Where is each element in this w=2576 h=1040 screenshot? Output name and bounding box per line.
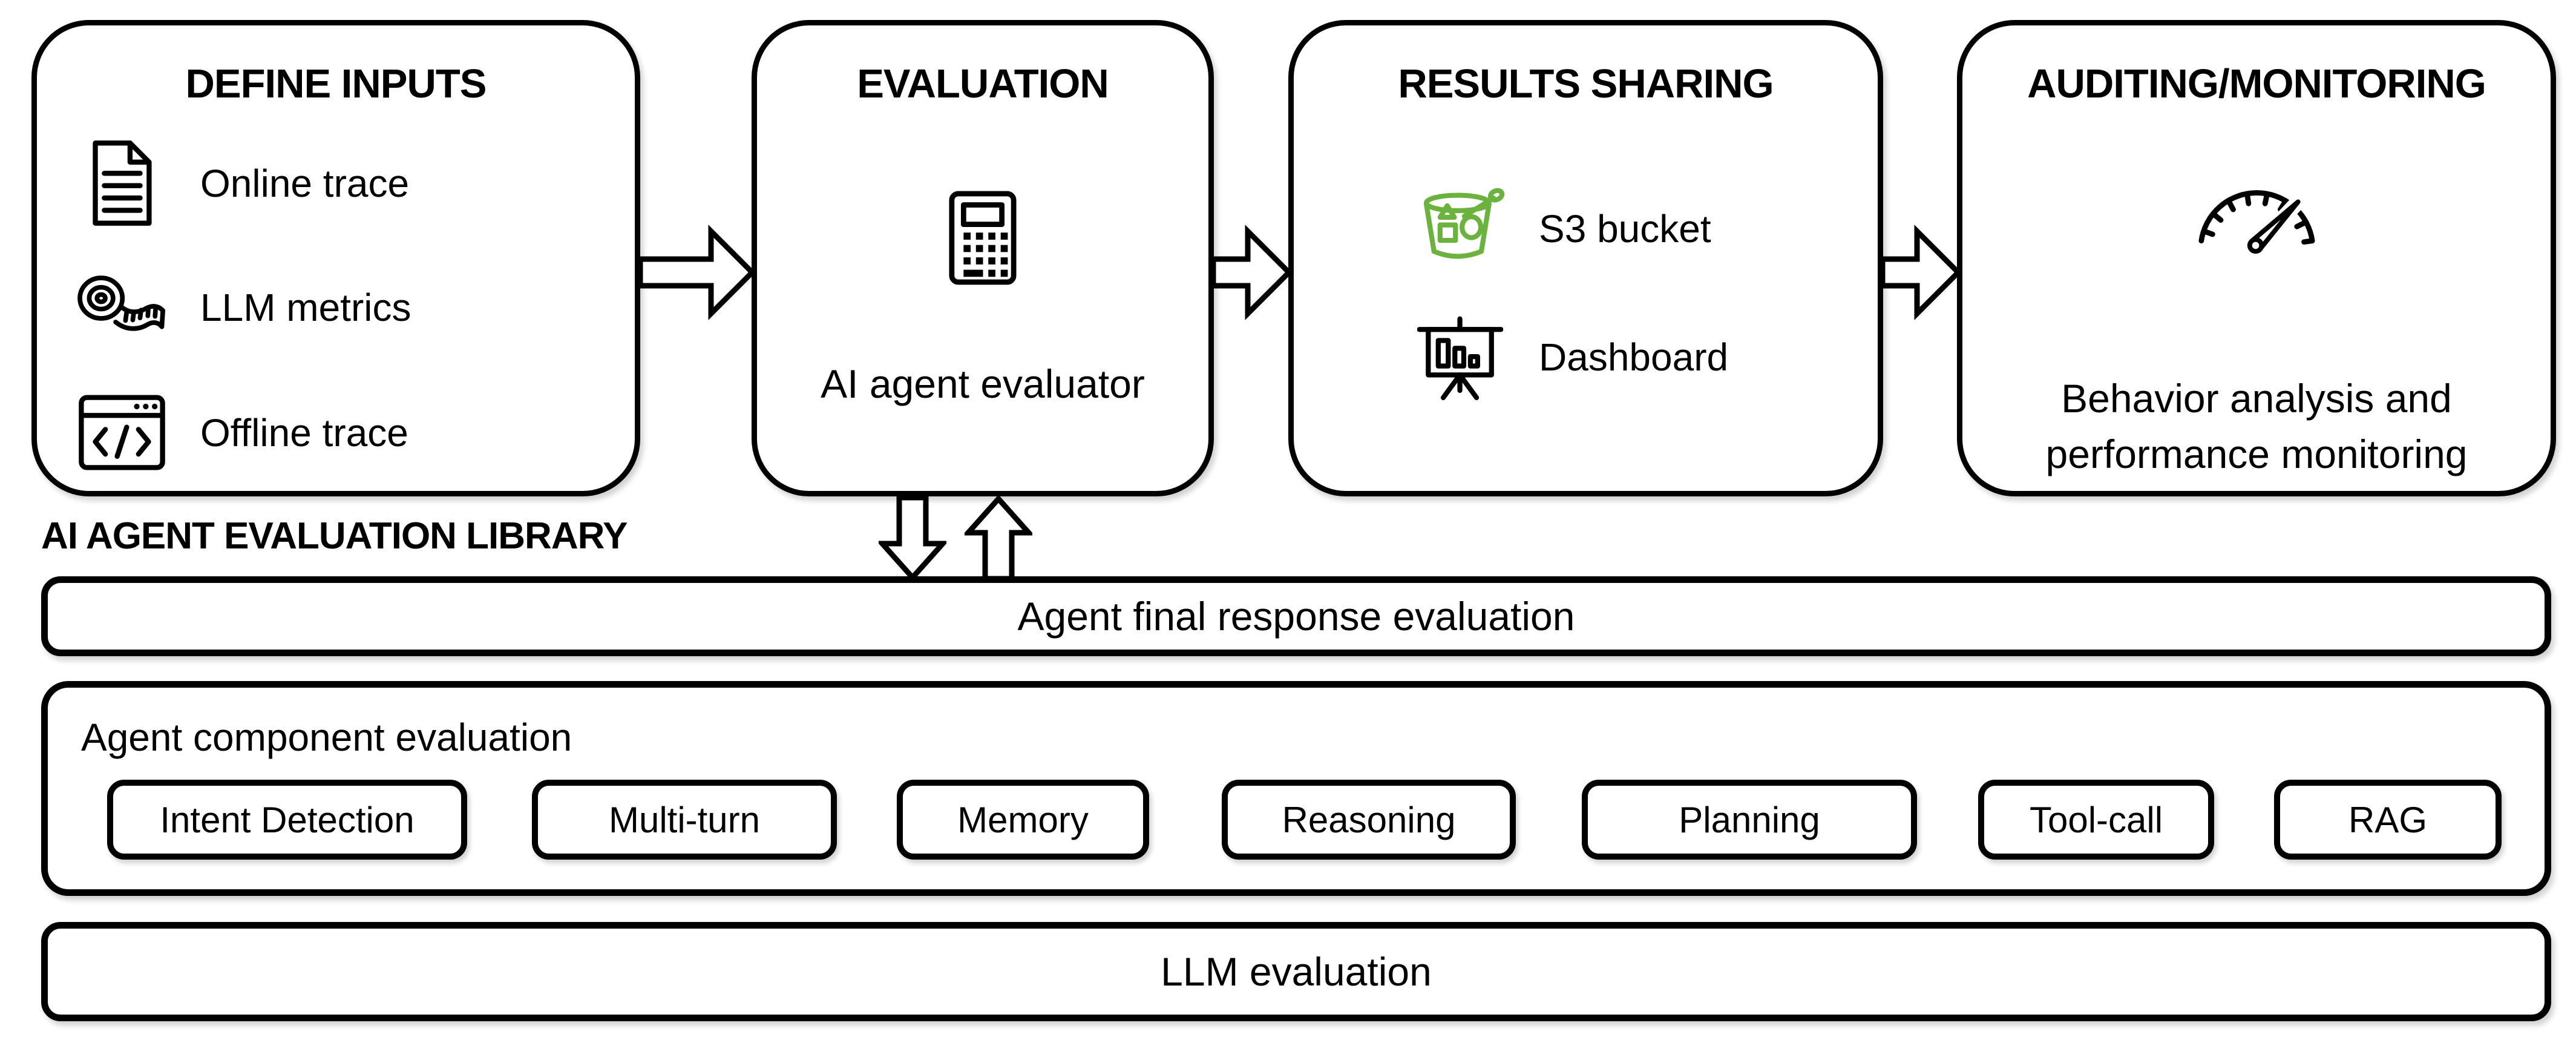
component-intent-detection: Intent Detection: [107, 780, 467, 860]
llm-evaluation-bar: LLM evaluation: [41, 922, 2551, 1021]
results-sharing-box: RESULTS SHARING S3 bucket: [1288, 20, 1883, 496]
memory-label: Memory: [957, 799, 1089, 840]
evaluation-title: EVALUATION: [857, 61, 1109, 107]
auditing-monitoring-title: AUDITING/MONITORING: [2027, 61, 2486, 107]
define-inputs-title: DEFINE INPUTS: [185, 61, 487, 107]
final-response-bar-label: Agent final response evaluation: [1017, 594, 1575, 639]
arrow-inputs-to-evaluation: [637, 223, 756, 323]
component-rag: RAG: [2274, 780, 2502, 860]
llm-metrics-item: LLM metrics: [76, 260, 411, 354]
component-memory: Memory: [897, 780, 1149, 860]
component-evaluation-label: Agent component evaluation: [81, 716, 572, 759]
dashboard-label: Dashboard: [1539, 335, 1729, 379]
offline-trace-label: Offline trace: [200, 410, 408, 455]
multi-turn-label: Multi-turn: [608, 799, 761, 840]
tool-call-label: Tool-call: [2029, 799, 2163, 840]
gauge-icon: [1962, 184, 2551, 261]
arrow-down-evaluation-to-library: [879, 496, 946, 580]
component-multi-turn: Multi-turn: [532, 780, 837, 860]
agent-component-evaluation-box: Agent component evaluation Intent Detect…: [41, 681, 2551, 896]
dashboard-item: Dashboard: [1415, 310, 1728, 404]
evaluation-box: EVALUATION AI agent evaluator: [752, 20, 1214, 496]
arrow-up-library-to-evaluation: [965, 496, 1032, 580]
code-window-icon: [76, 395, 167, 470]
library-section-label: AI AGENT EVALUATION LIBRARY: [41, 515, 628, 557]
s3-bucket-icon: [1415, 186, 1506, 271]
evaluation-caption: AI agent evaluator: [821, 361, 1145, 406]
rag-label: RAG: [2348, 799, 2428, 840]
component-tool-call: Tool-call: [1978, 780, 2214, 860]
llm-evaluation-label: LLM evaluation: [1161, 949, 1432, 994]
intent-detection-label: Intent Detection: [160, 799, 415, 840]
planning-label: Planning: [1679, 799, 1820, 840]
component-reasoning: Reasoning: [1222, 780, 1516, 860]
auditing-monitoring-caption: Behavior analysis and performance monito…: [2045, 376, 2468, 477]
tape-measure-icon: [76, 268, 167, 347]
presentation-dashboard-icon: [1415, 312, 1506, 402]
arrow-results-to-auditing: [1880, 223, 1962, 323]
calculator-icon: [757, 191, 1208, 285]
llm-metrics-label: LLM metrics: [200, 285, 411, 329]
online-trace-label: Online trace: [200, 161, 410, 205]
document-icon: [76, 139, 167, 227]
s3-bucket-label: S3 bucket: [1539, 206, 1711, 251]
auditing-monitoring-box: AUDITING/MONITORING Behavior analysis an…: [1957, 20, 2556, 496]
results-sharing-title: RESULTS SHARING: [1398, 61, 1774, 107]
component-planning: Planning: [1582, 780, 1917, 860]
reasoning-label: Reasoning: [1282, 799, 1456, 840]
online-trace-item: Online trace: [76, 136, 409, 230]
offline-trace-item: Offline trace: [76, 386, 408, 479]
agent-final-response-evaluation-bar: Agent final response evaluation: [41, 576, 2551, 656]
arrow-evaluation-to-results: [1210, 223, 1293, 323]
s3-bucket-item: S3 bucket: [1415, 182, 1711, 275]
define-inputs-box: DEFINE INPUTS Online trace: [31, 20, 640, 496]
